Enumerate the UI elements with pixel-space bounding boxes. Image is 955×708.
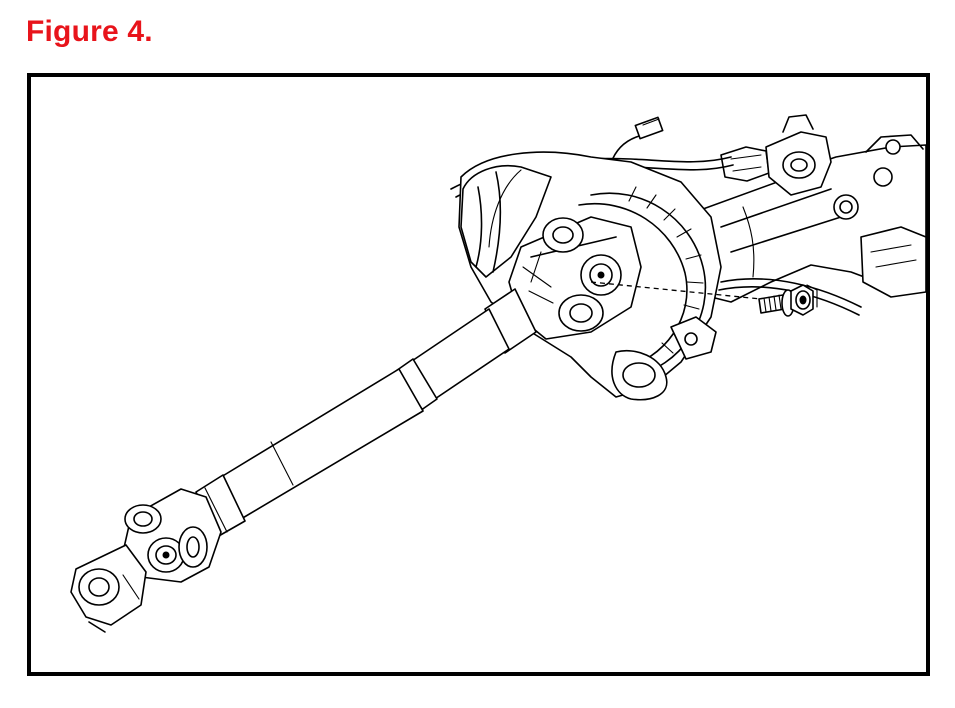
steering-column-illustration	[70, 114, 926, 633]
steering-column-housing	[680, 114, 926, 316]
figure-title: Figure 4.	[26, 15, 153, 48]
figure-frame	[27, 73, 930, 676]
pinch-bolt-and-nut	[590, 281, 818, 317]
intermediate-shaft	[195, 288, 537, 538]
upper-universal-joint	[508, 216, 642, 340]
lower-universal-joint	[70, 488, 222, 633]
